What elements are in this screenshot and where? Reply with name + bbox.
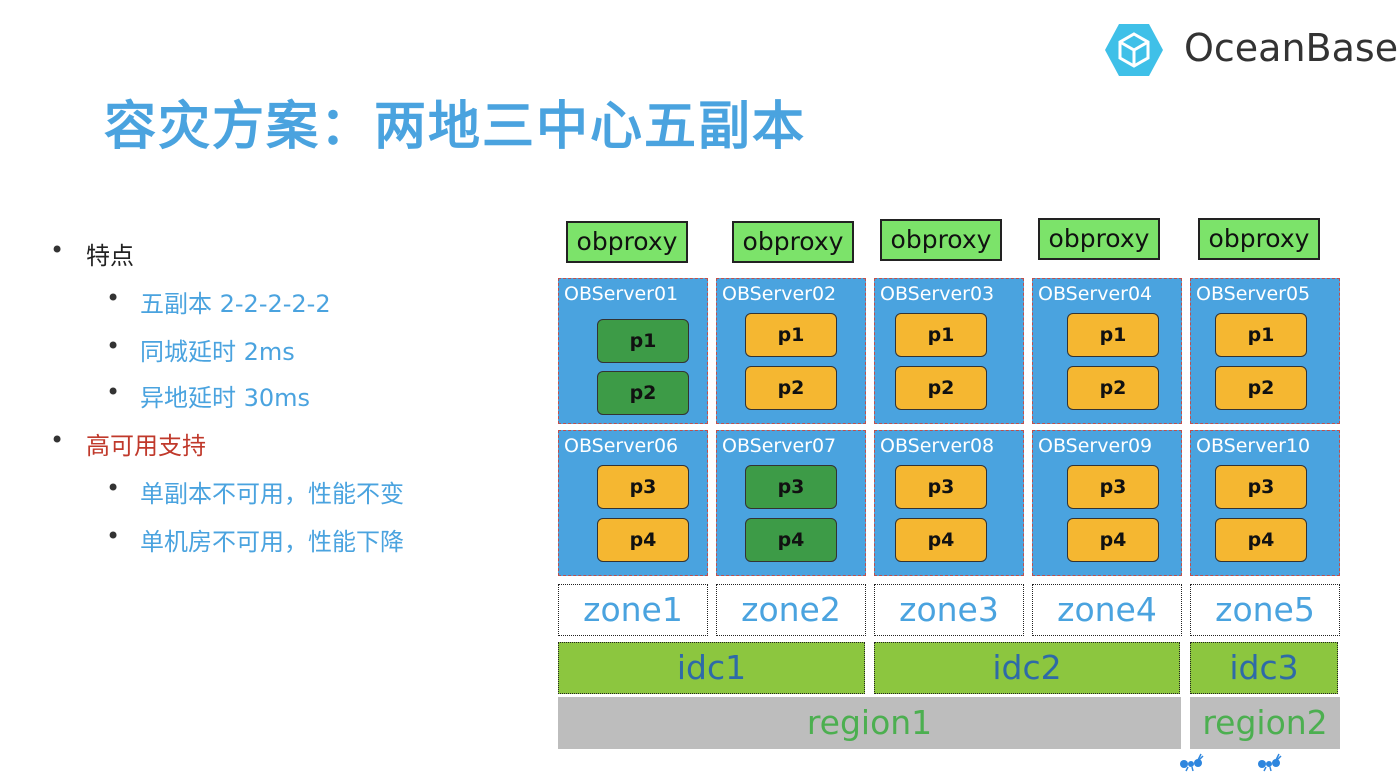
partition-replica: p4 <box>1215 518 1307 562</box>
zone-box: zone4 <box>1032 584 1182 636</box>
observer-name: OBServer03 <box>880 283 995 305</box>
partition-replica: p3 <box>895 465 987 509</box>
ant-icon <box>1258 753 1282 772</box>
region-box: region2 <box>1190 697 1340 749</box>
zone-box: zone2 <box>716 584 866 636</box>
observer-name: OBServer01 <box>564 283 679 305</box>
partition-replica: p3 <box>1067 465 1159 509</box>
partition-replica: p4 <box>895 518 987 562</box>
observer-box: OBServer04 p1 p2 <box>1032 278 1182 424</box>
partition-leader: p3 <box>745 465 837 509</box>
partition-replica: p2 <box>895 366 987 410</box>
partition-replica: p3 <box>1215 465 1307 509</box>
bullet-dot: • <box>106 284 121 312</box>
observer-name: OBServer07 <box>722 435 837 457</box>
page-title: 容灾方案：两地三中心五副本 <box>104 97 807 157</box>
obproxy-box: obproxy <box>566 221 688 263</box>
partition-replica: p4 <box>597 518 689 562</box>
observer-name: OBServer09 <box>1038 435 1153 457</box>
ha-item-text: 单副本不可用，性能不变 <box>140 480 404 508</box>
obproxy-box: obproxy <box>880 219 1002 261</box>
observer-box: OBServer01 p1 p2 <box>558 278 708 424</box>
feature-item-text: 异地延时 30ms <box>140 384 311 412</box>
region-box: region1 <box>558 697 1181 749</box>
obproxy-box: obproxy <box>732 221 854 263</box>
observer-box: OBServer09 p3 p4 <box>1032 430 1182 576</box>
bullet-dot: • <box>106 522 121 550</box>
observer-name: OBServer04 <box>1038 283 1153 305</box>
partition-replica: p3 <box>597 465 689 509</box>
bullet-dot: • <box>50 426 65 454</box>
obproxy-box: obproxy <box>1038 218 1160 260</box>
feature-item-text: 同城延时 2ms <box>140 338 295 366</box>
partition-leader: p2 <box>597 371 689 415</box>
ha-item-text: 单机房不可用，性能下降 <box>140 528 404 556</box>
partition-leader: p4 <box>745 518 837 562</box>
partition-replica: p1 <box>745 313 837 357</box>
bullet-dot: • <box>50 236 65 264</box>
partition-replica: p1 <box>895 313 987 357</box>
idc-box: idc3 <box>1190 642 1338 694</box>
observer-name: OBServer10 <box>1196 435 1311 457</box>
observer-box: OBServer10 p3 p4 <box>1190 430 1340 576</box>
oceanbase-logo-icon <box>1105 24 1163 76</box>
idc-box: idc2 <box>874 642 1180 694</box>
partition-replica: p2 <box>1067 366 1159 410</box>
observer-box: OBServer07 p3 p4 <box>716 430 866 576</box>
ant-icon <box>1180 753 1204 772</box>
observer-box: OBServer08 p3 p4 <box>874 430 1024 576</box>
partition-replica: p4 <box>1067 518 1159 562</box>
features-label: 特点 <box>86 242 134 270</box>
partition-replica: p1 <box>1067 313 1159 357</box>
brand-name: OceanBase <box>1184 26 1399 70</box>
bullet-dot: • <box>106 332 121 360</box>
bullet-dot: • <box>106 474 121 502</box>
observer-box: OBServer02 p1 p2 <box>716 278 866 424</box>
partition-replica: p1 <box>1215 313 1307 357</box>
obproxy-box: obproxy <box>1198 218 1320 260</box>
observer-name: OBServer06 <box>564 435 679 457</box>
partition-leader: p1 <box>597 319 689 363</box>
observer-name: OBServer08 <box>880 435 995 457</box>
observer-box: OBServer05 p1 p2 <box>1190 278 1340 424</box>
feature-item-text: 五副本 2-2-2-2-2 <box>140 290 331 318</box>
partition-replica: p2 <box>1215 366 1307 410</box>
zone-box: zone5 <box>1190 584 1340 636</box>
zone-box: zone3 <box>874 584 1024 636</box>
observer-box: OBServer06 p3 p4 <box>558 430 708 576</box>
idc-box: idc1 <box>558 642 865 694</box>
zone-box: zone1 <box>558 584 708 636</box>
observer-name: OBServer05 <box>1196 283 1311 305</box>
observer-name: OBServer02 <box>722 283 837 305</box>
partition-replica: p2 <box>745 366 837 410</box>
bullet-dot: • <box>106 378 121 406</box>
ha-label: 高可用支持 <box>86 432 206 460</box>
oceanbase-logo: OceanBase <box>1104 22 1398 78</box>
observer-box: OBServer03 p1 p2 <box>874 278 1024 424</box>
